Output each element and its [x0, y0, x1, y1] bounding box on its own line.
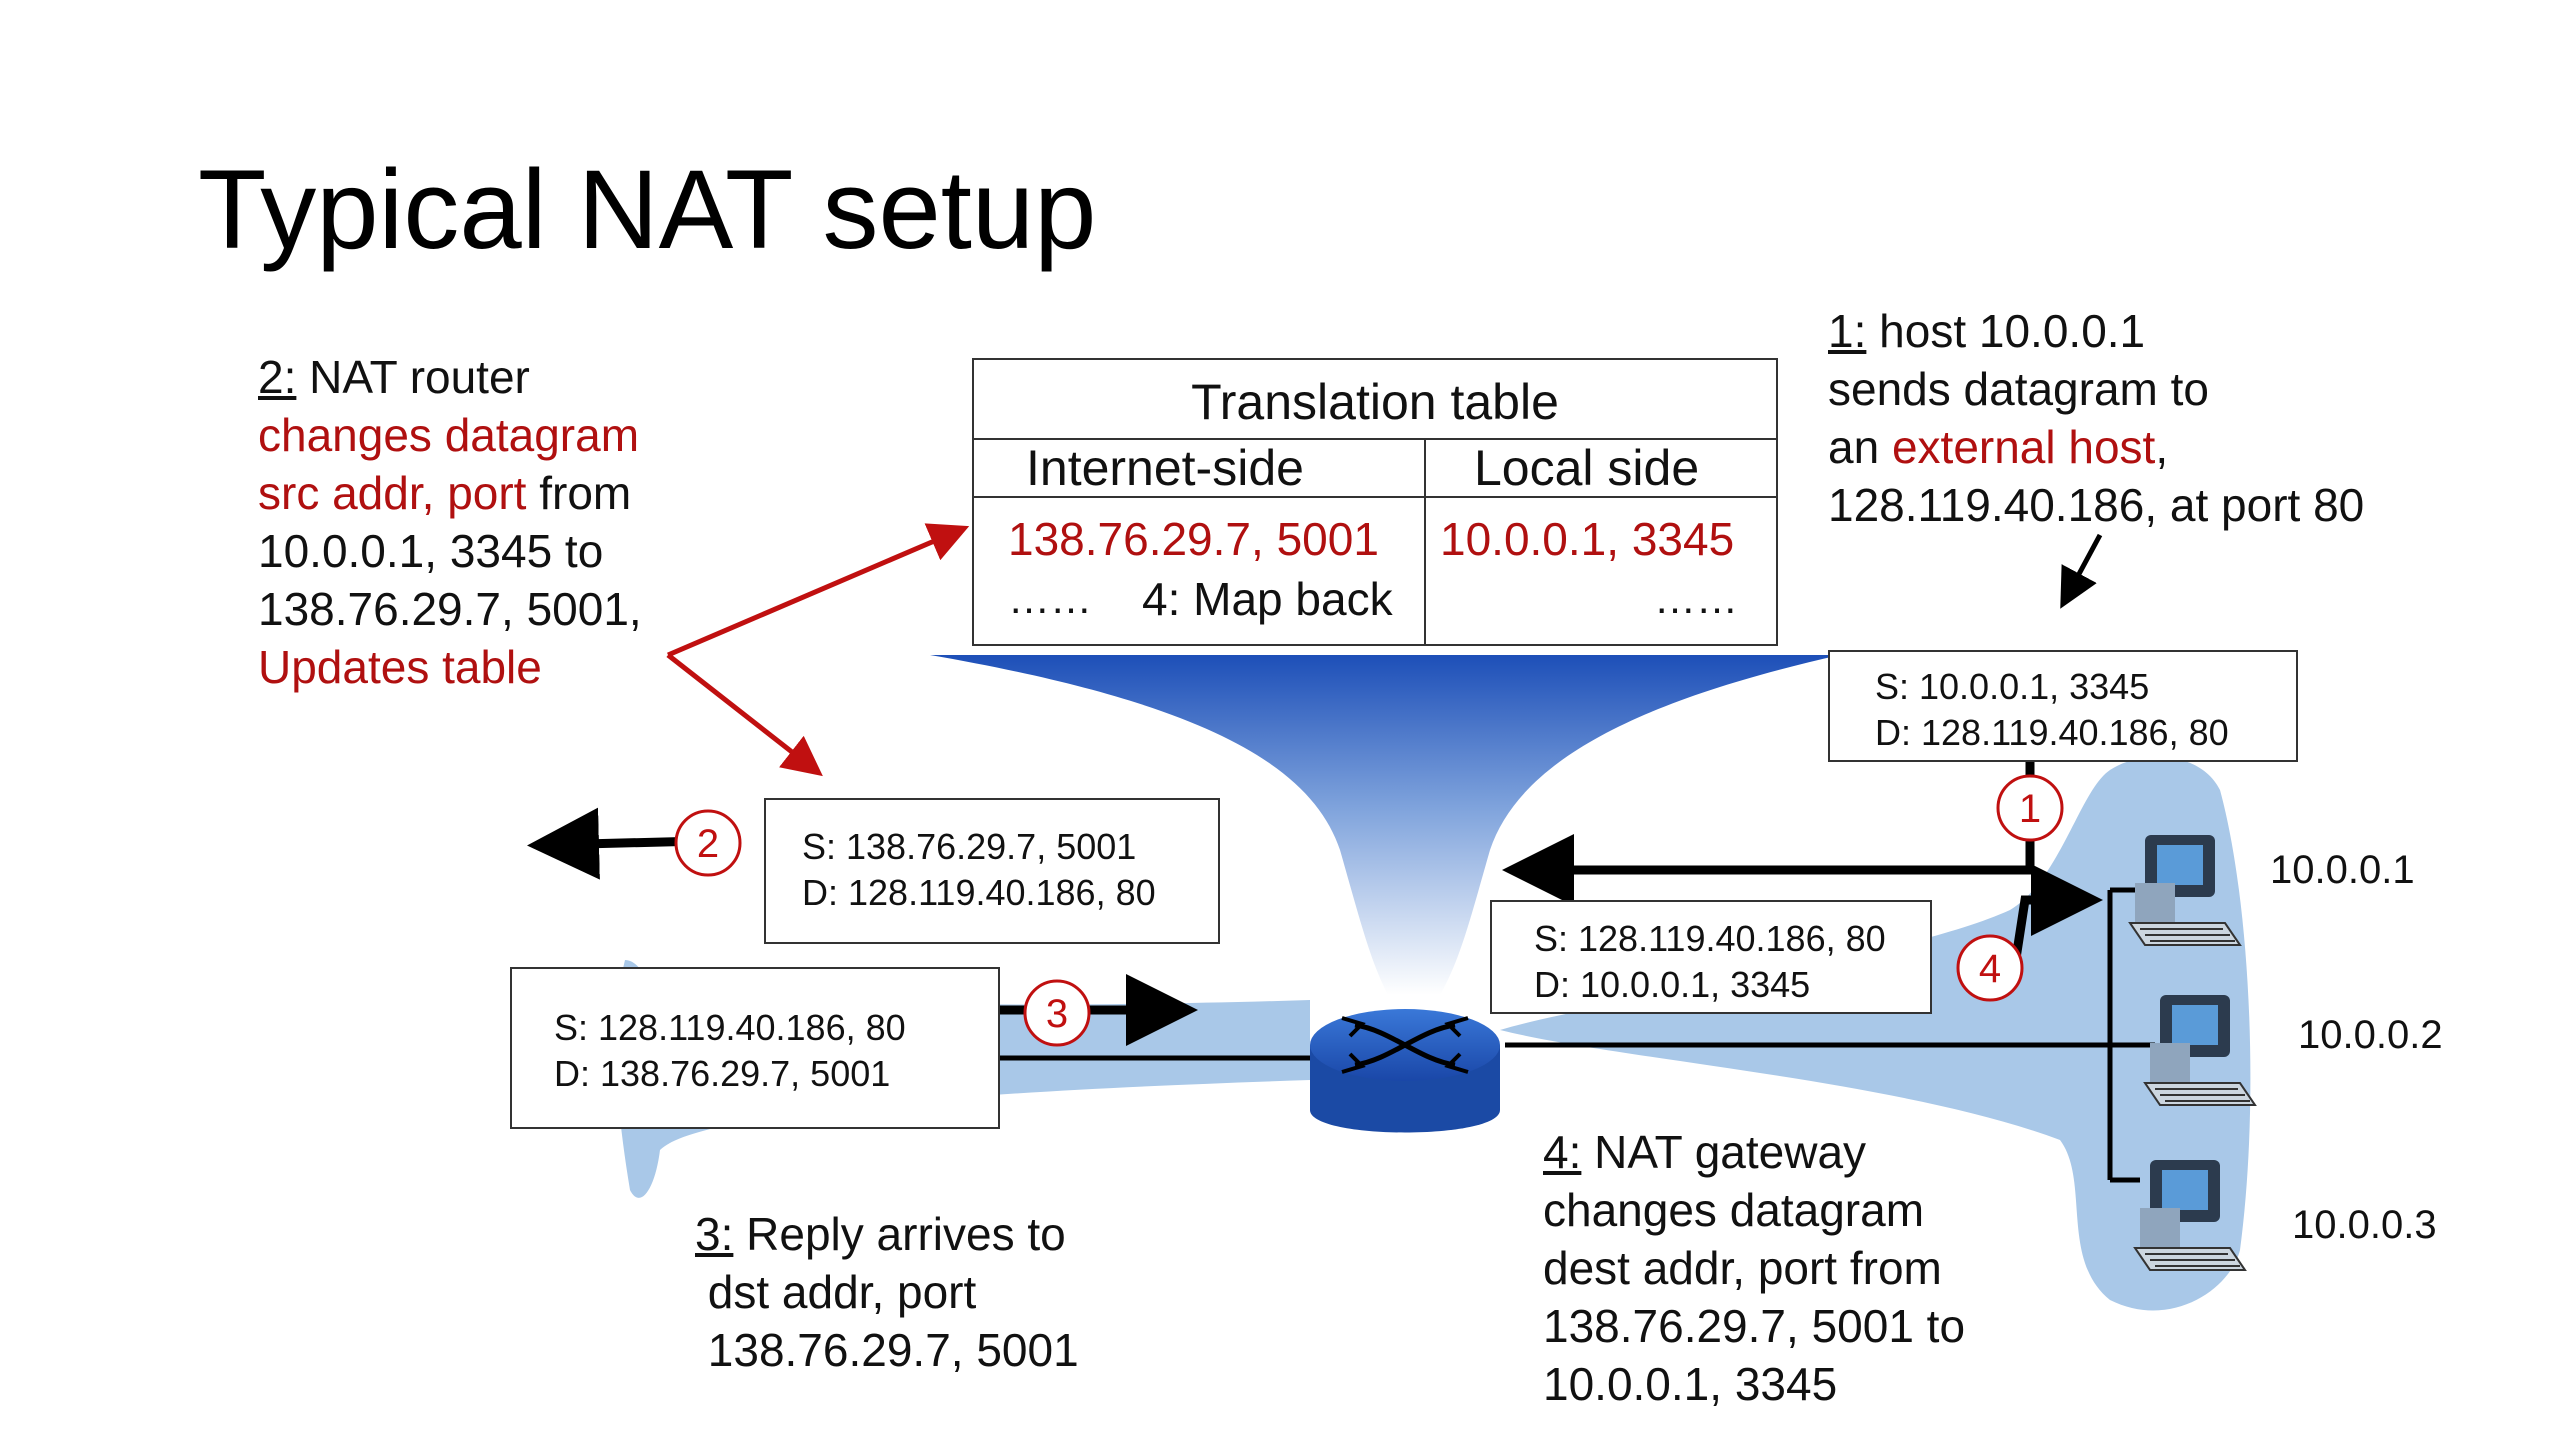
note-step-2: 2: NAT router changes datagram src addr,… [258, 348, 642, 696]
note-step-4: 4: NAT gateway changes datagram dest add… [1543, 1123, 1965, 1413]
note-line: 10.0.0.1, 3345 [1543, 1358, 1838, 1410]
note-line: 138.76.29.7, 5001 to [1543, 1300, 1966, 1352]
table-cell-internet: 138.76.29.7, 5001 [1008, 513, 1379, 565]
note-line: 138.76.29.7, 5001 [695, 1324, 1079, 1376]
step-marker-2: 2 [674, 809, 742, 877]
note-highlight: src addr, port [258, 467, 527, 519]
column-header-internet: Internet-side [1026, 440, 1304, 496]
note-number: 3: [695, 1208, 734, 1260]
step-label: 4 [1979, 947, 2001, 991]
packet-box-3: S: 128.119.40.186, 80 D: 138.76.29.7, 50… [510, 967, 1000, 1129]
map-back-label: 4: Map back [1142, 573, 1393, 625]
note-line: sends datagram to [1828, 363, 2210, 415]
note-step-3: 3: Reply arrives to dst addr, port 138.7… [695, 1205, 1079, 1379]
translation-table-title: Translation table [1191, 374, 1559, 430]
note-line: NAT gateway [1581, 1126, 1867, 1178]
packet-box-1: S: 10.0.0.1, 3345 D: 128.119.40.186, 80 [1828, 650, 2298, 762]
note-line: 10.0.0.1, 3345 to [258, 525, 604, 577]
note-highlight: Updates table [258, 641, 542, 693]
host-label: 10.0.0.2 [2298, 1013, 2443, 1057]
step-label: 2 [697, 822, 719, 866]
packet-source: S: 138.76.29.7, 5001 [802, 826, 1137, 867]
note-line: 138.76.29.7, 5001, [258, 583, 642, 635]
step-marker-1: 1 [1996, 774, 2064, 842]
table-ellipsis-right: …… [1654, 575, 1738, 622]
step-label: 3 [1046, 992, 1068, 1036]
host-label: 10.0.0.1 [2270, 848, 2415, 892]
packet-source: S: 10.0.0.1, 3345 [1875, 666, 2150, 707]
note-number: 1: [1828, 305, 1867, 357]
note-line: Reply arrives to [733, 1208, 1066, 1260]
computer-icon [2133, 1160, 2247, 1271]
table-ellipsis-left: …… [1008, 575, 1092, 622]
computer-icon [2143, 995, 2257, 1106]
column-header-local: Local side [1474, 440, 1700, 496]
note-number: 4: [1543, 1126, 1582, 1178]
note-highlight: changes datagram [258, 409, 640, 461]
host-label: 10.0.0.3 [2292, 1203, 2437, 1247]
note-line: , [2155, 421, 2169, 473]
packet-box-4: S: 128.119.40.186, 80 D: 10.0.0.1, 3345 [1490, 900, 1932, 1014]
note-highlight: external host [1891, 421, 2156, 473]
packet-destination: D: 128.119.40.186, 80 [802, 872, 1156, 913]
packet-source: S: 128.119.40.186, 80 [1534, 918, 1886, 959]
funnel [930, 655, 1840, 995]
packet-source: S: 128.119.40.186, 80 [554, 1007, 906, 1048]
page-title: Typical NAT setup [198, 147, 1097, 272]
translation-table: Translation table Internet-side Local si… [972, 358, 1778, 646]
note-line: 128.119.40.186, at port 80 [1828, 479, 2365, 531]
step-marker-3: 3 [1023, 979, 1091, 1047]
note-line: NAT router [296, 351, 530, 403]
packet-destination: D: 10.0.0.1, 3345 [1534, 964, 1811, 1005]
note-number: 2: [258, 351, 297, 403]
nat-router-icon [1310, 1009, 1500, 1133]
note-line: host 10.0.0.1 [1866, 305, 2146, 357]
step-marker-4: 4 [1956, 934, 2024, 1002]
step-label: 1 [2019, 787, 2041, 831]
table-cell-local: 10.0.0.1, 3345 [1440, 513, 1735, 565]
packet-destination: D: 128.119.40.186, 80 [1875, 712, 2229, 753]
note-step-1: 1: host 10.0.0.1 sends datagram to an ex… [1828, 302, 2364, 534]
note-line: an [1828, 421, 1892, 473]
note-line: changes datagram [1543, 1184, 1925, 1236]
packet-box-2: S: 138.76.29.7, 5001 D: 128.119.40.186, … [764, 798, 1220, 944]
packet-destination: D: 138.76.29.7, 5001 [554, 1053, 891, 1094]
note-line: from [526, 467, 632, 519]
note-line: dst addr, port [695, 1266, 977, 1318]
note-line: dest addr, port from [1543, 1242, 1942, 1294]
computer-icon [2128, 835, 2242, 946]
